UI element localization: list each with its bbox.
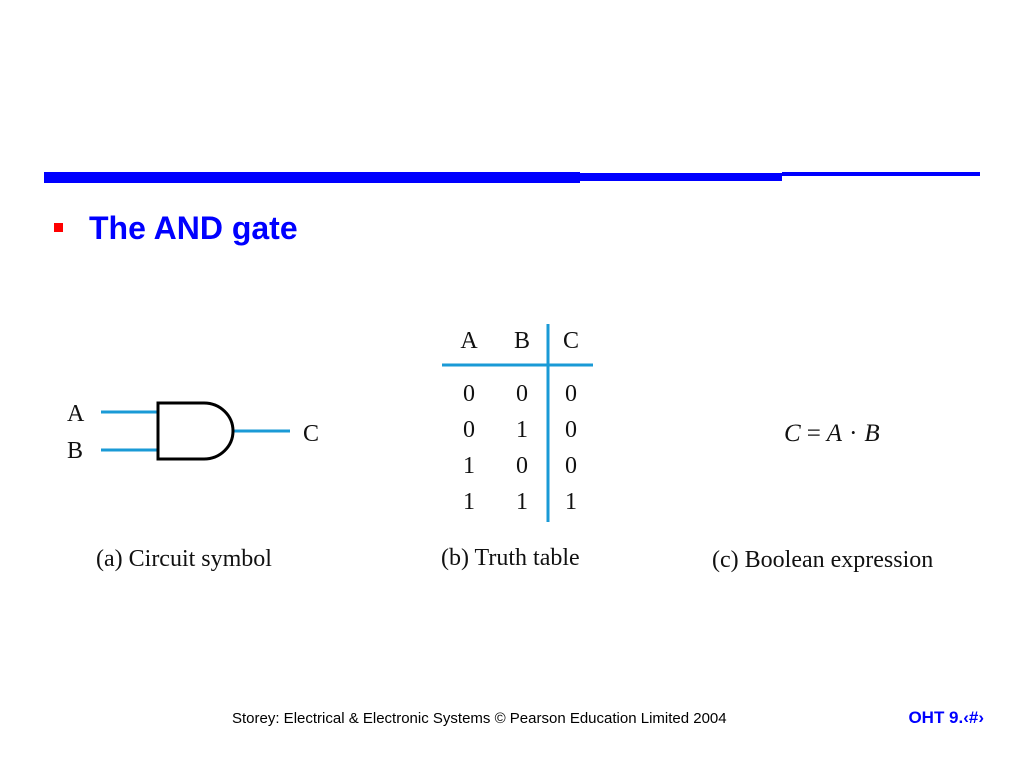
truth-table-cell: 0 [463,381,475,407]
truth-table-cell: 0 [565,453,577,479]
truth-table-cell: 1 [516,489,528,515]
truth-table-cell: 1 [516,417,528,443]
truth-table-header-a: A [460,328,478,354]
header-rule-thin [782,172,980,176]
truth-table-header-b: B [514,328,530,354]
title-bullet-row: The AND gate [54,206,298,250]
truth-table-cell: 0 [516,381,528,407]
circuit-caption: (a) Circuit symbol [96,546,272,572]
truth-table-cell: 1 [463,453,475,479]
truth-table: A B C 0 0 0 0 1 0 1 0 0 1 1 1 (b) Truth … [441,324,593,571]
truth-table-cell: 0 [565,417,577,443]
circuit-symbol: A B C (a) Circuit symbol [67,401,319,572]
input-b-label: B [67,438,83,464]
boolean-expression-text: C=A· B [784,420,880,447]
truth-table-cell: 1 [565,489,577,515]
boolean-expression: C=A· B (c) Boolean expression [712,420,933,573]
expression-operand-a: A [825,420,843,447]
footer-credit: Storey: Electrical & Electronic Systems … [232,710,727,727]
input-a-label: A [67,401,85,427]
expression-operand-b: B [864,420,879,447]
slide-title: The AND gate [89,209,298,246]
boolean-expression-caption: (c) Boolean expression [712,547,933,573]
bullet-square-icon [54,222,63,232]
truth-table-cell: 0 [516,453,528,479]
and-gate-body [156,401,235,461]
truth-table-cell: 0 [565,381,577,407]
truth-table-cell: 0 [463,417,475,443]
truth-table-cell: 1 [463,489,475,515]
header-rule-thick [44,172,580,183]
expression-equals: = [807,420,821,447]
header-rule-medium [580,173,782,181]
output-c-label: C [303,421,319,447]
expression-and-dot: · [849,420,857,447]
expression-lhs: C [784,420,801,447]
truth-table-header-c: C [563,328,579,354]
truth-table-caption: (b) Truth table [441,545,580,571]
footer-page-number: OHT 9.‹#› [908,708,984,727]
